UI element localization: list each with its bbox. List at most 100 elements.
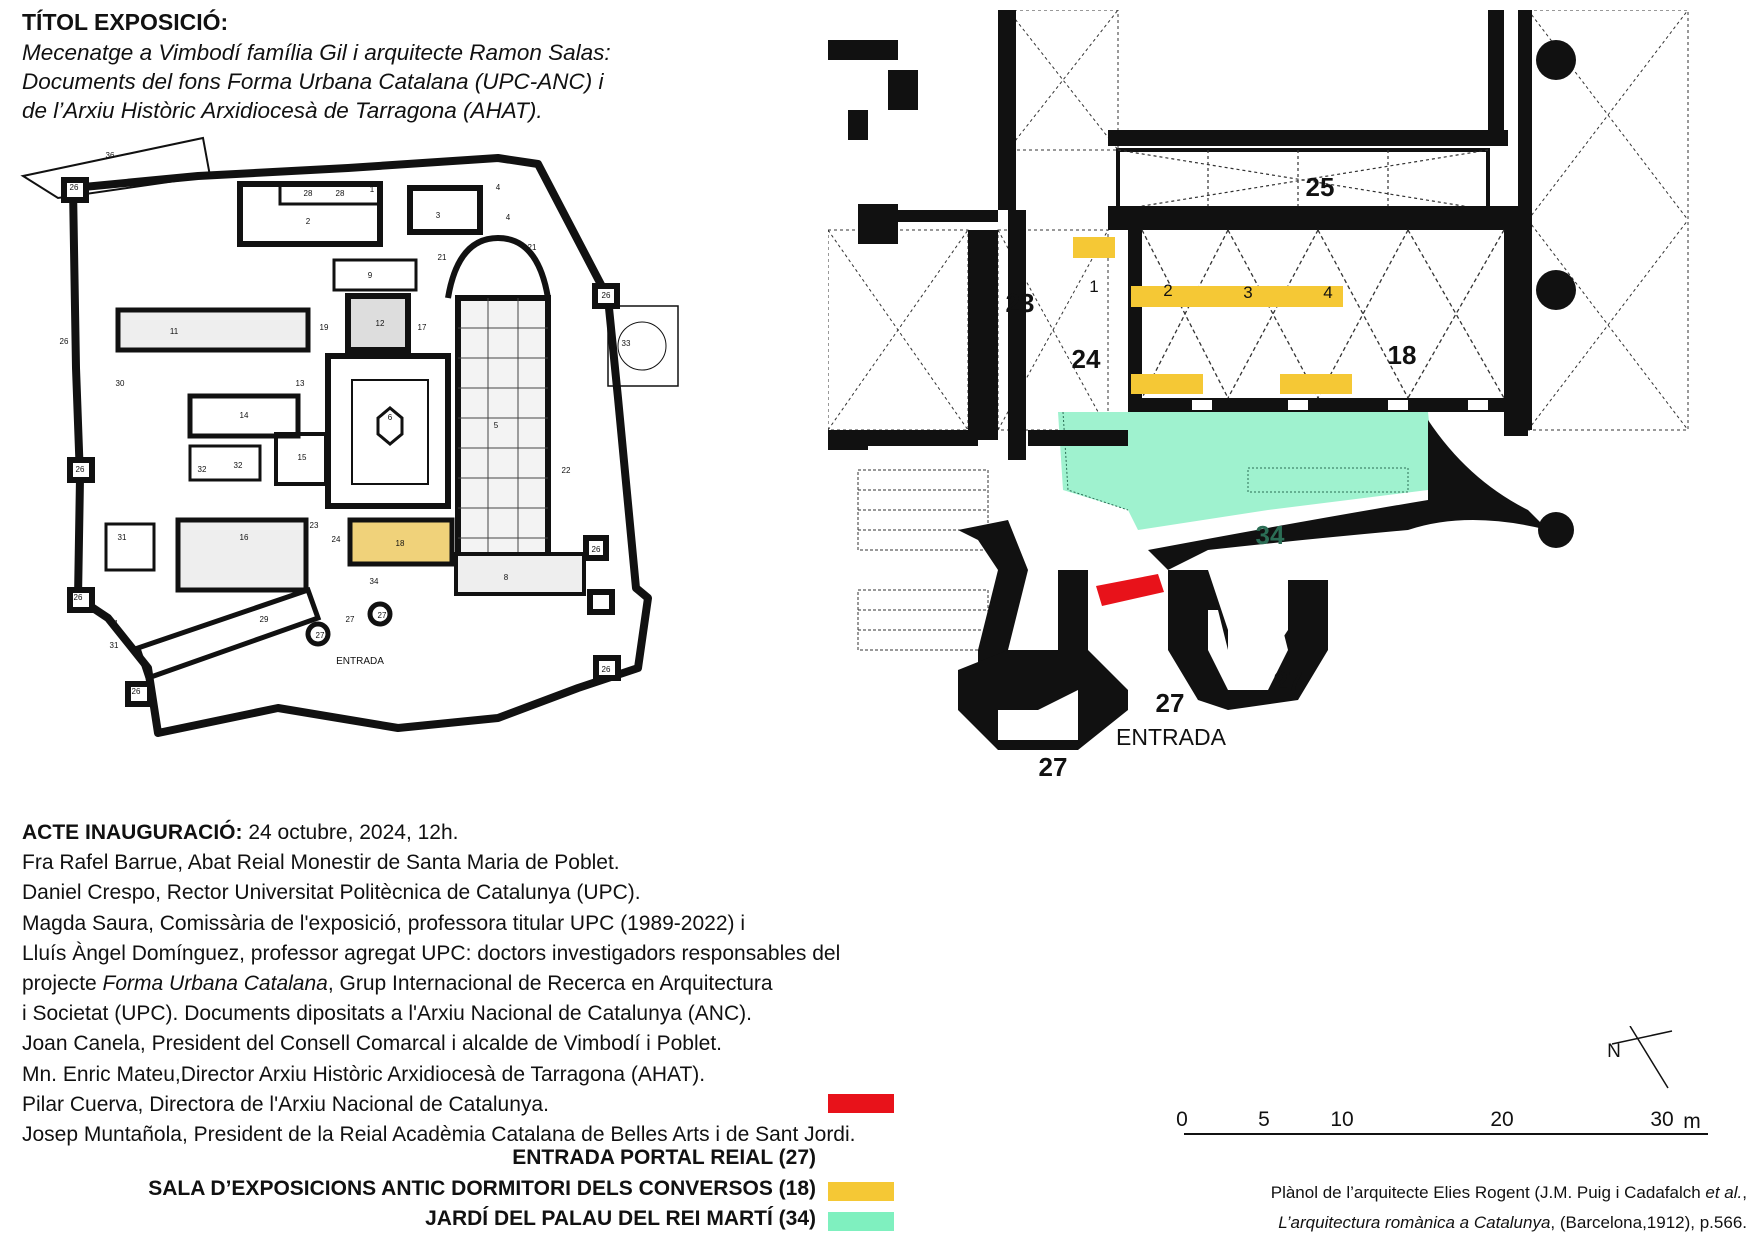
room-number: 5 [494, 421, 499, 430]
exhibition-bay-highlight [1131, 374, 1203, 394]
legend-label-garden: JARDÍ DEL PALAU DEL REI MARTÍ (34) [425, 1207, 816, 1230]
text-span: , [1742, 1183, 1747, 1202]
room-number: 26 [592, 545, 601, 554]
room-number: 23 [310, 521, 319, 530]
room-number-23: 23 [1006, 288, 1035, 318]
room-number: 22 [562, 466, 571, 475]
participant-line: projecte Forma Urbana Catalana, Grup Int… [22, 969, 1022, 999]
book-title: L’arquitectura romànica a Catalunya [1278, 1213, 1551, 1232]
north-arrow-line [1611, 1030, 1673, 1045]
room-number: 14 [240, 411, 249, 420]
room-number: 26 [60, 337, 69, 346]
caption-line: Plànol de l’arquitecte Elies Rogent (J.M… [1271, 1178, 1747, 1208]
caption-line: L’arquitectura romànica a Catalunya, (Ba… [1271, 1208, 1747, 1238]
monastery-site-plan: 36 26 26 26 26 28 28 1 4 4 2 3 21 21 9 2… [20, 136, 679, 737]
room-number: 19 [320, 323, 329, 332]
room-number: 34 [370, 577, 379, 586]
participant-line: Daniel Crespo, Rector Universitat Politè… [22, 881, 641, 905]
room-number: 31 [110, 619, 119, 628]
exhibition-bay-highlight [1280, 374, 1352, 394]
room-number: 31 [110, 641, 119, 650]
exhibition-title-line: Documents del fons Forma Urbana Catalana… [22, 69, 604, 94]
exhibition-title: Mecenatge a Vimbodí família Gil i arquit… [22, 38, 611, 125]
project-name: Forma Urbana Catalana [102, 972, 328, 996]
room-number: 26 [440, 157, 449, 166]
north-arrow: N [1607, 1026, 1673, 1089]
room-number-27: 27 [1156, 688, 1185, 718]
room-number-27: 27 [1039, 752, 1068, 782]
participant-line: Pilar Cuerva, Directora de l'Arxiu Nacio… [22, 1092, 549, 1116]
room-number: 36 [106, 151, 115, 160]
room-number-18: 18 [1388, 340, 1417, 370]
room-number-24: 24 [1072, 344, 1101, 374]
room-number: 4 [496, 183, 501, 192]
scale-tick: 0 [1176, 1108, 1188, 1131]
participant-line: Lluís Àngel Domínguez, professor agregat… [22, 941, 841, 965]
room-number: 17 [418, 323, 427, 332]
scale-unit: m [1683, 1110, 1701, 1133]
room-number: 26 [602, 291, 611, 300]
room-number: 28 [304, 189, 313, 198]
participant-line: Magda Saura, Comissària de l'exposició, … [22, 911, 746, 935]
exhibition-hall-highlight [1131, 286, 1343, 307]
text-span: projecte [22, 972, 103, 996]
room-number: 1 [370, 185, 375, 194]
north-arrow-line [1629, 1026, 1669, 1089]
room-number: 15 [298, 453, 307, 462]
room-number-34: 34 [1256, 520, 1285, 550]
inauguration-date: 24 octubre, 2024, 12h. [242, 821, 459, 844]
bay-number: 4 [1323, 283, 1332, 302]
room-number: 3 [436, 211, 441, 220]
room-number: 26 [76, 465, 85, 474]
text-span: , (Barcelona,1912), p.566. [1550, 1213, 1747, 1232]
room-number: 13 [296, 379, 305, 388]
exhibition-title-label: TÍTOL EXPOSICIÓ: [22, 9, 229, 35]
exhibition-title-line: de l’Arxiu Històric Arxidiocesà de Tarra… [22, 98, 543, 123]
room-number: 26 [74, 593, 83, 602]
bay-number: 3 [1243, 283, 1252, 302]
exhibition-title-line: Mecenatge a Vimbodí família Gil i arquit… [22, 40, 611, 65]
detail-plan: 25 23 24 18 34 27 27 27 1 2 3 4 ENTRADA [828, 10, 1689, 782]
garden-highlight [1058, 412, 1433, 530]
plan-caption: Plànol de l’arquitecte Elies Rogent (J.M… [1271, 1178, 1747, 1238]
room-number: 2 [306, 217, 311, 226]
room-number: 12 [376, 319, 385, 328]
legend-label-exhibition: SALA D’EXPOSICIONS ANTIC DORMITORI DELS … [148, 1177, 816, 1200]
scale-bar: 0 5 10 20 30 m [1176, 1108, 1708, 1135]
bay-number: 1 [1089, 277, 1098, 296]
room-number: 29 [260, 615, 269, 624]
scale-tick: 5 [1258, 1108, 1270, 1131]
scale-tick: 30 [1650, 1108, 1673, 1131]
legend-swatch-entrance [828, 1094, 894, 1113]
room-number: 18 [396, 539, 405, 548]
towers [61, 177, 621, 707]
scale-tick: 20 [1490, 1108, 1513, 1131]
entrance-highlight [1096, 574, 1164, 606]
room-number: 28 [336, 189, 345, 198]
room-number: 26 [70, 183, 79, 192]
legend-swatch-garden [828, 1212, 894, 1231]
inauguration-label: ACTE INAUGURACIÓ: [22, 821, 243, 844]
small-plan-entrance-label: ENTRADA [336, 656, 384, 667]
room-number: 27 [316, 631, 325, 640]
room-number-27: 27 [1274, 666, 1303, 696]
room-number: 32 [198, 465, 207, 474]
participant-line: Joan Canela, President del Consell Comar… [22, 1032, 723, 1056]
scale-tick: 10 [1330, 1108, 1353, 1131]
participant-line: Mn. Enric Mateu,Director Arxiu Històric … [22, 1062, 706, 1086]
inauguration-heading: ACTE INAUGURACIÓ: 24 octubre, 2024, 12h. [22, 818, 1022, 848]
room-number: 24 [332, 535, 341, 544]
participant-line: i Societat (UPC). Documents dipositats a… [22, 1002, 752, 1026]
text-span: Plànol de l’arquitecte Elies Rogent (J.M… [1270, 1183, 1706, 1202]
detail-entrance-label: ENTRADA [1116, 724, 1227, 750]
room-number: 9 [368, 271, 373, 280]
room-number: 31 [118, 533, 127, 542]
room-number: 26 [132, 687, 141, 696]
room-number: 32 [234, 461, 243, 470]
north-label: N [1607, 1041, 1621, 1062]
room-number: 6 [388, 413, 393, 422]
room-number: 33 [622, 339, 631, 348]
exhibition-bay-highlight [1073, 237, 1115, 258]
inauguration-block: ACTE INAUGURACIÓ: 24 octubre, 2024, 12h.… [22, 818, 1022, 1150]
room-number: 11 [170, 327, 179, 336]
